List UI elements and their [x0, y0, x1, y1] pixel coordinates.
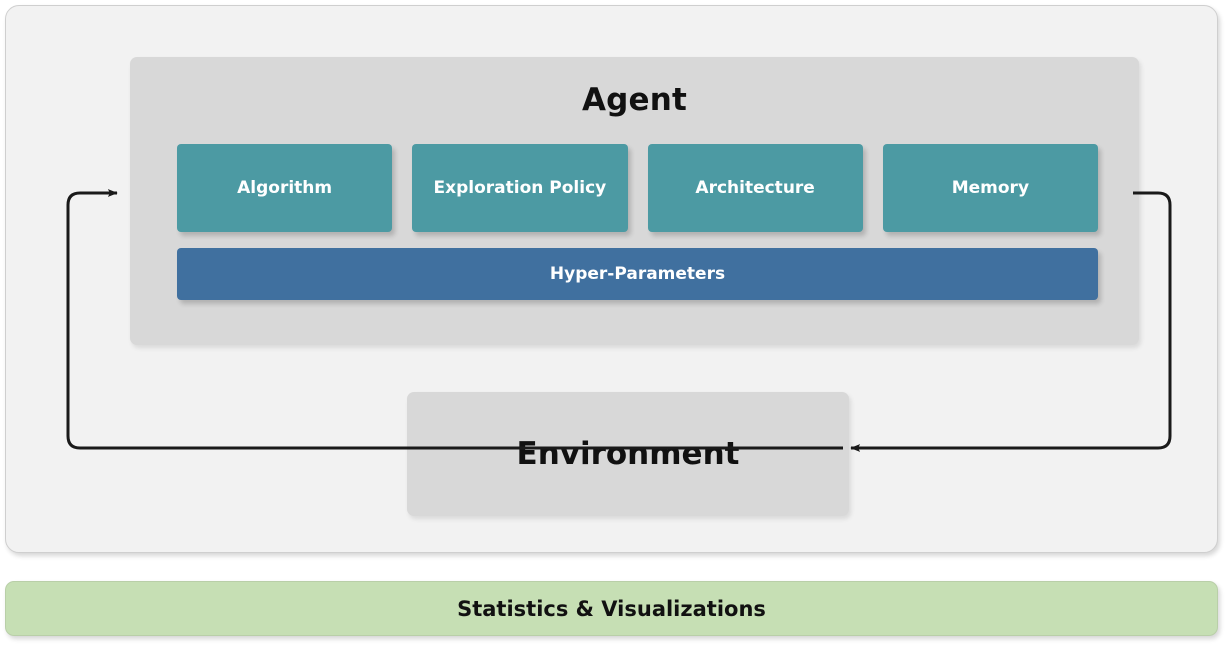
- agent-component-memory[interactable]: Memory: [882, 144, 1098, 232]
- agent-component-algorithm[interactable]: Algorithm: [177, 144, 393, 232]
- agent-panel: Agent Algorithm Exploration Policy Archi…: [130, 57, 1139, 345]
- outer-panel: Agent Algorithm Exploration Policy Archi…: [5, 5, 1218, 553]
- hyper-parameters-bar[interactable]: Hyper-Parameters: [177, 248, 1098, 300]
- agent-components-row: Algorithm Exploration Policy Architectur…: [177, 144, 1098, 232]
- agent-component-architecture[interactable]: Architecture: [647, 144, 863, 232]
- environment-box[interactable]: Environment: [407, 392, 849, 516]
- agent-title: Agent: [581, 82, 688, 118]
- agent-component-exploration-policy[interactable]: Exploration Policy: [412, 144, 628, 232]
- statistics-visualizations-bar[interactable]: Statistics & Visualizations: [5, 581, 1218, 636]
